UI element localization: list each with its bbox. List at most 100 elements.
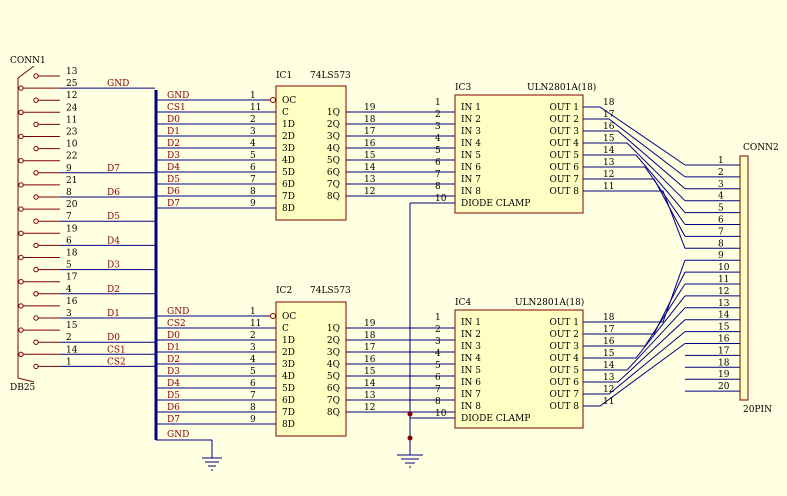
ic3-left-pin: 1 bbox=[435, 98, 441, 108]
ic4-right-pin: 12 bbox=[603, 385, 614, 395]
ic1-right-pin: 17 bbox=[364, 127, 376, 137]
ic2-right-pin: 16 bbox=[364, 355, 376, 365]
conn1-net-label: CS2 bbox=[107, 357, 126, 367]
conn2-pin-number: 16 bbox=[718, 335, 730, 345]
conn1-pin-number: 21 bbox=[66, 176, 77, 186]
ic2-right-name: 1Q bbox=[327, 324, 340, 334]
ic3-ref: IC3 bbox=[455, 83, 471, 93]
ic1-right-name: 2Q bbox=[327, 120, 340, 130]
conn1-net-label: D2 bbox=[107, 285, 120, 295]
ic3-to-conn2-wire bbox=[583, 166, 686, 225]
conn2-pin-number: 10 bbox=[718, 263, 730, 273]
conn1-pin-circle bbox=[18, 303, 24, 309]
conn1-pin-circle bbox=[33, 194, 39, 200]
ic1-right-pin: 15 bbox=[364, 151, 376, 161]
ic1-left-pin: 3 bbox=[250, 127, 256, 137]
ic2-right-name: 6Q bbox=[327, 384, 340, 394]
conn1-pin-number: 25 bbox=[66, 79, 78, 89]
ic3-right-name: OUT 7 bbox=[549, 175, 579, 185]
conn2-pin-number: 2 bbox=[718, 168, 724, 178]
ic1-right-pin: 19 bbox=[364, 103, 376, 113]
ic2-left-name: 4D bbox=[282, 372, 295, 382]
ic1-left-pin: 8 bbox=[250, 187, 256, 197]
ic4-left-pin: 6 bbox=[435, 373, 441, 383]
conn1-pin-circle bbox=[33, 218, 39, 224]
ic1-right-name: 4Q bbox=[327, 144, 340, 154]
conn1-net-label: D7 bbox=[107, 164, 120, 174]
conn1-pin-number: 6 bbox=[66, 236, 72, 246]
ic3-to-conn2-wire bbox=[583, 106, 686, 166]
ic3-left-name: IN 6 bbox=[461, 163, 481, 173]
ic1-right-name: 3Q bbox=[327, 132, 340, 142]
ic2-left-name: 5D bbox=[282, 384, 295, 394]
conn1-pin-circle bbox=[18, 230, 24, 237]
ic4-to-conn2-wire bbox=[583, 343, 686, 407]
conn1-pin-circle bbox=[18, 133, 24, 140]
conn2-pin-number: 8 bbox=[718, 239, 724, 249]
ic3-body bbox=[454, 94, 584, 214]
ic2-left-name: C bbox=[282, 324, 289, 334]
text-labels: CONN1 DB25 IC1 74LS573 IC2 74LS573 IC3 U… bbox=[10, 56, 779, 440]
ic3-to-conn2-wire bbox=[583, 118, 686, 178]
ic1-left-name: 8D bbox=[282, 204, 295, 214]
ic2-oc-bubble bbox=[270, 313, 276, 319]
conn2-pin-number: 11 bbox=[718, 275, 729, 285]
ic4-to-conn2-wire bbox=[583, 307, 686, 371]
ic1-net-label: D3 bbox=[167, 151, 180, 161]
ic4-right-name: OUT 6 bbox=[549, 378, 579, 388]
ic2-left-pin: 7 bbox=[250, 391, 256, 401]
conn1-pin-number: 10 bbox=[66, 140, 78, 150]
ic2-net-label: D1 bbox=[167, 343, 180, 353]
ic4-left-pin: 7 bbox=[435, 385, 441, 395]
ic1-right-name: 1Q bbox=[327, 108, 340, 118]
ic4-right-name: OUT 1 bbox=[549, 318, 579, 328]
ic2-left-name: 7D bbox=[282, 408, 295, 418]
ic2-right-name: 2Q bbox=[327, 336, 340, 346]
ic1-left-name: 3D bbox=[282, 144, 295, 154]
ic2-left-pin: 4 bbox=[250, 355, 256, 365]
conn1-pin-circle bbox=[33, 145, 39, 152]
ic2-net-label: D2 bbox=[167, 355, 180, 365]
conn1-pin-circle bbox=[33, 266, 39, 273]
ic2-left-name: 6D bbox=[282, 396, 295, 406]
ic2-right-pin: 15 bbox=[364, 367, 376, 377]
ic4-right-pin: 11 bbox=[603, 397, 614, 407]
conn1-pin-number: 11 bbox=[66, 115, 77, 125]
ic1-oc-bubble bbox=[270, 97, 276, 103]
ic4-right-name: OUT 5 bbox=[549, 366, 579, 376]
conn2-pin-number: 14 bbox=[718, 311, 730, 321]
ic4-left-name: IN 2 bbox=[461, 330, 481, 340]
ic4-right-pin: 15 bbox=[603, 349, 615, 359]
conn2-pin-number: 15 bbox=[718, 323, 730, 333]
ic4-left-name: DIODE CLAMP bbox=[461, 414, 530, 424]
ic3-left-pin: 5 bbox=[435, 146, 441, 156]
ic3-left-pin: 4 bbox=[435, 134, 441, 144]
conn1-pin-number: 4 bbox=[66, 285, 72, 295]
ic2-left-pin: 6 bbox=[250, 379, 256, 389]
ic2-right-name: 7Q bbox=[327, 396, 340, 406]
ic3-left-pin: 10 bbox=[435, 194, 447, 204]
ic4-right-name: OUT 3 bbox=[549, 342, 579, 352]
ic4-to-conn2-wire bbox=[583, 331, 686, 395]
conn1-net-label: D1 bbox=[107, 309, 120, 319]
ic2-right-pin: 13 bbox=[364, 391, 376, 401]
ic2-left-name: 2D bbox=[282, 348, 295, 358]
ic3-to-conn2-wire bbox=[583, 130, 686, 190]
conn1-net-label: D3 bbox=[107, 261, 120, 271]
ic1-left-pin: 9 bbox=[250, 199, 256, 209]
ic1-left-name: 1D bbox=[282, 120, 295, 130]
conn2-pin-number: 17 bbox=[718, 346, 730, 356]
ic1-left-pin: 6 bbox=[250, 163, 256, 173]
ic4-right-pin: 18 bbox=[603, 313, 615, 323]
ic1-right-pin: 12 bbox=[364, 187, 375, 197]
conn1-pin-number: 22 bbox=[66, 152, 77, 162]
conn1-pin-circle bbox=[33, 242, 39, 249]
ic2-net-label: D6 bbox=[167, 403, 180, 413]
ic3-right-pin: 13 bbox=[603, 158, 615, 168]
conn1-pin-number: 20 bbox=[66, 200, 78, 210]
ic1-type: 74LS573 bbox=[310, 71, 351, 81]
ic2-left-pin: 11 bbox=[250, 319, 261, 329]
ic4-to-conn2-wire bbox=[583, 319, 686, 383]
ic1-left-name: 7D bbox=[282, 192, 295, 202]
conn1-net-label: D6 bbox=[107, 188, 120, 198]
